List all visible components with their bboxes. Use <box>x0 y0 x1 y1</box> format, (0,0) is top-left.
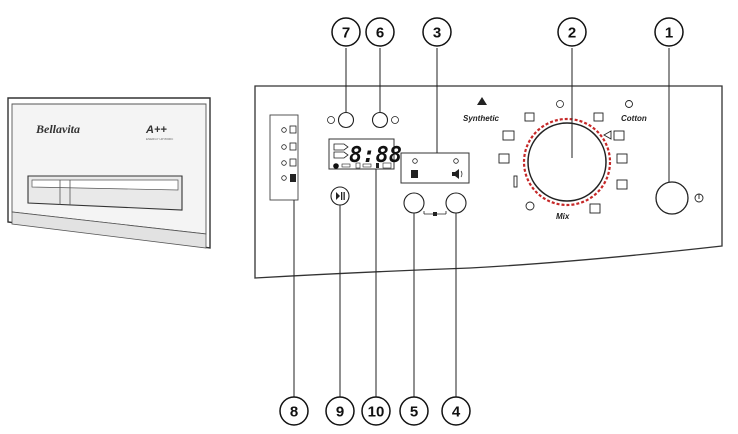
callout-badge-4 <box>441 396 471 426</box>
sport-icon <box>589 203 601 214</box>
leader-lines <box>293 48 670 397</box>
callout-number-9: 9 <box>336 404 344 421</box>
callout-number-1: 1 <box>665 25 673 42</box>
prewash-icon <box>289 125 297 134</box>
indicator-led <box>281 175 287 181</box>
dial-red-ring <box>522 117 612 207</box>
callout-number-8: 8 <box>290 404 298 421</box>
drawer-bottom-edge <box>11 211 207 249</box>
callout-badge-6 <box>365 17 395 47</box>
callout-badge-2 <box>557 17 587 47</box>
option-button-panel <box>400 152 470 184</box>
child-lock-icon <box>433 212 437 216</box>
drawer-fine-print: ENERGY HP 8000C <box>146 137 174 141</box>
indicator-led <box>281 127 287 133</box>
callout-number-6: 6 <box>376 25 384 42</box>
cotton-symbol-icon <box>625 100 633 108</box>
callout-badge-1 <box>654 17 684 47</box>
indicator-led <box>281 144 287 150</box>
clock-program-icon <box>556 100 564 108</box>
extra-rinse-icon <box>289 142 297 151</box>
status-dot-icon <box>333 163 339 169</box>
synthetic-wash-icon <box>524 112 535 122</box>
program-selector-dial[interactable] <box>527 122 607 202</box>
spin-speed-icon <box>411 170 418 178</box>
spin-icon <box>290 174 296 182</box>
time-saver-button[interactable] <box>371 111 389 129</box>
status-symbol-icon <box>341 163 351 168</box>
synthetic-symbol-icon <box>477 97 487 105</box>
display-digits: 8:88 <box>349 143 402 168</box>
time-button-group <box>327 111 399 129</box>
callout-badge-10 <box>361 396 391 426</box>
drawer-handle-lip <box>31 179 179 191</box>
callout-number-7: 7 <box>342 25 350 42</box>
digital-display: 8:88 <box>328 138 402 170</box>
pause-icon <box>341 192 343 200</box>
lock-symbol-icon <box>376 163 379 168</box>
callout-number-10: 10 <box>368 404 385 421</box>
sound-wave-icon <box>460 170 463 178</box>
callout-badge-9 <box>325 396 355 426</box>
drawer-brand-logo: Bellavita <box>35 122 80 136</box>
callout-badge-3 <box>422 17 452 47</box>
play-icon <box>336 192 340 200</box>
shirts-icon <box>502 130 515 141</box>
option-indicator-frame <box>269 114 299 201</box>
callout-number-5: 5 <box>410 404 418 421</box>
synthetic-cold-icon <box>498 153 510 164</box>
status-symbol-icon <box>355 162 361 169</box>
spin-arrow-icon <box>333 151 349 159</box>
option-led <box>453 158 459 164</box>
option-led <box>412 158 418 164</box>
clock-icon <box>391 116 399 124</box>
callout-badge-8 <box>279 396 309 426</box>
delay-start-button[interactable] <box>337 111 355 129</box>
temperature-arrow-icon <box>333 143 349 151</box>
status-symbol-icon <box>382 162 392 169</box>
cotton-eco-icon <box>593 112 604 122</box>
start-pause-group <box>330 186 350 206</box>
indicator-led <box>281 160 287 166</box>
cotton-icon <box>613 130 625 141</box>
delicate-icon <box>513 175 518 188</box>
program-label-mix: Mix <box>556 212 570 221</box>
cotton-cold-icon <box>616 153 628 164</box>
callout-badge-5 <box>399 396 429 426</box>
status-symbol-icon <box>362 163 372 168</box>
callout-number-4: 4 <box>452 404 461 421</box>
clock-icon <box>327 116 335 124</box>
program-label-cotton: Cotton <box>621 114 647 123</box>
sound-icon <box>452 169 459 179</box>
drawer-energy-class: A++ <box>145 124 167 136</box>
callout-badge-7 <box>331 17 361 47</box>
callout-number-2: 2 <box>568 25 576 42</box>
program-selector: Synthetic Cotton Mix <box>463 97 647 221</box>
no-spin-icon <box>289 158 297 167</box>
callout-badges: 1 2 3 4 5 6 7 8 9 10 <box>279 17 684 426</box>
spin-speed-button[interactable] <box>403 192 425 214</box>
program-label-synthetic: Synthetic <box>463 114 500 123</box>
wool-icon <box>525 201 535 211</box>
pause-icon <box>343 192 345 200</box>
detergent-drawer: Bellavita A++ ENERGY HP 8000C <box>7 97 211 249</box>
arrow-marker-icon <box>603 130 612 140</box>
power-button[interactable] <box>655 181 689 215</box>
option-indicator-panel <box>269 114 299 201</box>
sound-button[interactable] <box>445 192 467 214</box>
callout-number-3: 3 <box>433 25 441 42</box>
cotton-intensive-icon <box>616 179 628 190</box>
power-group <box>655 181 704 215</box>
